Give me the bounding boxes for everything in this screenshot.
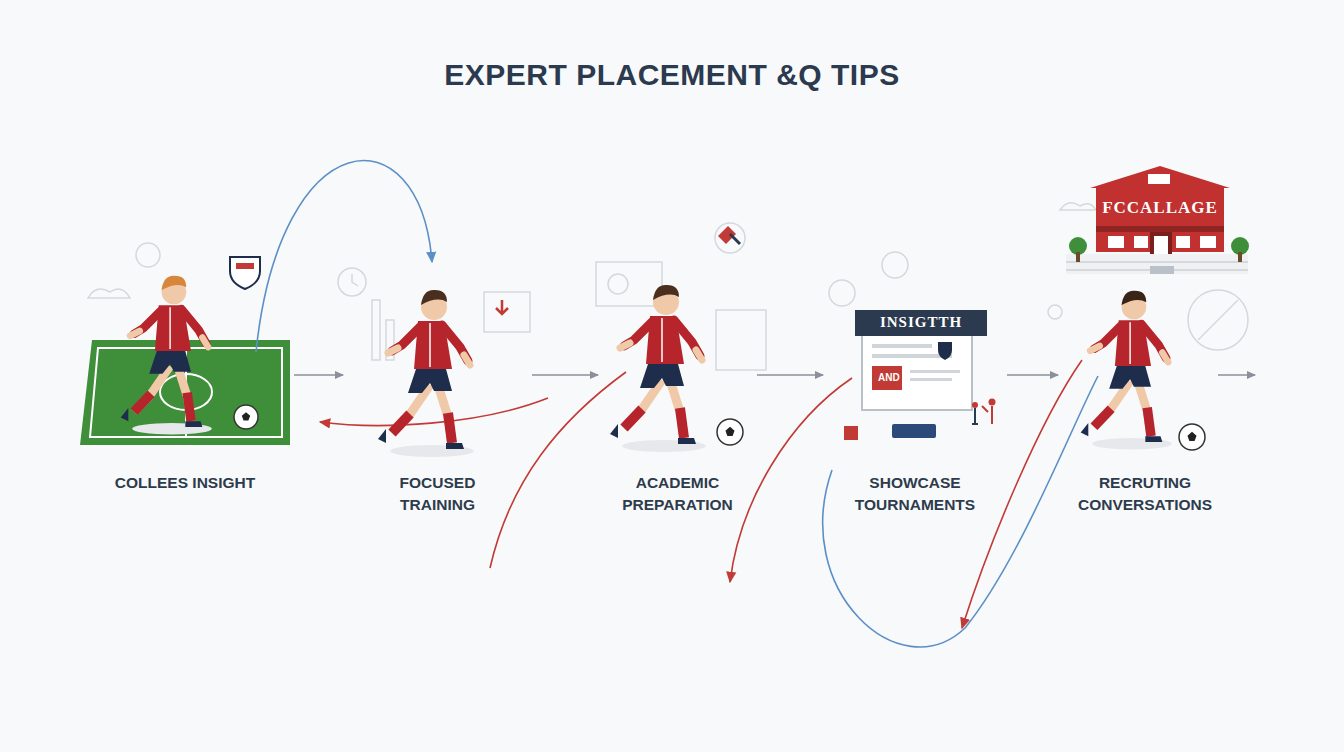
- soccer-field: [80, 340, 290, 445]
- player-figure: [1081, 291, 1172, 450]
- step-box: COLLEES INSIGHT: [78, 250, 292, 540]
- sign-box: FCCALLAGE: [1097, 194, 1223, 222]
- step-label: ACADEMIC PREPARATION: [603, 472, 753, 517]
- player-figure: [378, 290, 474, 457]
- flow-arrow: [294, 374, 343, 376]
- step-label: RECRUTING CONVERSATIONS: [1060, 472, 1230, 517]
- title: EXPERT PLACEMENT &Q TIPS: [0, 58, 1344, 92]
- flow-arrow: [1007, 374, 1058, 376]
- college-building: [1066, 166, 1249, 274]
- step-label: SHOWCASE TOURNAMENTS: [840, 472, 990, 517]
- step-box: FOCUSED TRAINING: [345, 250, 530, 540]
- step-box: ACADEMIC PREPARATION: [600, 250, 755, 540]
- soccer-ball: [717, 419, 743, 445]
- soccer-ball: [1179, 424, 1205, 450]
- sign-box: INSIGTTH: [855, 310, 987, 336]
- step-box: RECRUTING CONVERSATIONS: [1060, 250, 1230, 540]
- showcase-board: [844, 332, 996, 440]
- step-box: SHOWCASE TOURNAMENTS INSIGTTH: [825, 250, 1005, 540]
- step-label: FOCUSED TRAINING: [373, 472, 503, 517]
- sign-text: FCCALLAGE: [1102, 196, 1218, 221]
- player-figure: [121, 276, 212, 435]
- sign-text: INSIGTTH: [855, 312, 987, 334]
- flow-arrow: [757, 374, 823, 376]
- curved-arrows: [256, 161, 1098, 647]
- player-figure: [610, 285, 706, 452]
- board-label: AND: [878, 372, 900, 383]
- trailing-arrow: [1218, 374, 1255, 376]
- soccer-ball: [234, 405, 258, 429]
- step-label: COLLEES INSIGHT: [78, 472, 292, 494]
- flow-arrow: [532, 374, 598, 376]
